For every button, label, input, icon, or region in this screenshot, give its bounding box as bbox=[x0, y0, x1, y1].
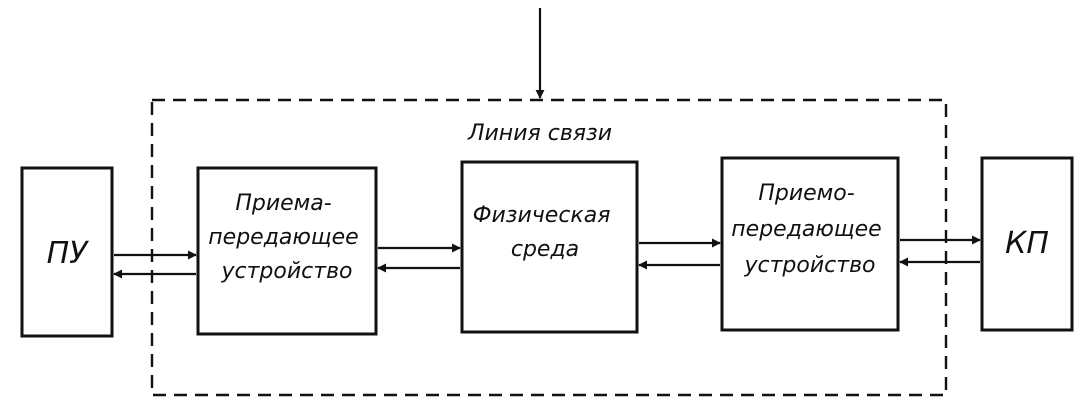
medium-line-1: Физическая bbox=[473, 203, 611, 228]
medium-line-2: среда bbox=[511, 237, 579, 262]
block-kp-label: КП bbox=[1005, 226, 1049, 261]
transceiver-left-line-3: устройство bbox=[221, 259, 353, 284]
transceiver-left-line-2: передающее bbox=[208, 225, 358, 250]
transceiver-left-line-1: Приема- bbox=[235, 191, 331, 216]
block-transceiver-right bbox=[720, 156, 900, 332]
block-physical-medium-label: Физическая среда bbox=[473, 203, 618, 262]
block-kp bbox=[980, 156, 1074, 332]
block-transceiver-left bbox=[196, 166, 378, 336]
block-pu-label: ПУ bbox=[47, 236, 90, 271]
block-transceiver-right-label: Приемо- передающее устройство bbox=[731, 181, 888, 278]
transceiver-right-line-3: устройство bbox=[744, 253, 876, 278]
transceiver-right-line-1: Приемо- bbox=[758, 181, 854, 206]
block-physical-medium bbox=[460, 160, 639, 334]
communication-line-label: Линия связи bbox=[467, 121, 612, 146]
block-transceiver-left-label: Приема- передающее устройство bbox=[208, 191, 365, 284]
block-pu bbox=[20, 166, 114, 338]
transceiver-right-line-2: передающее bbox=[731, 217, 881, 242]
